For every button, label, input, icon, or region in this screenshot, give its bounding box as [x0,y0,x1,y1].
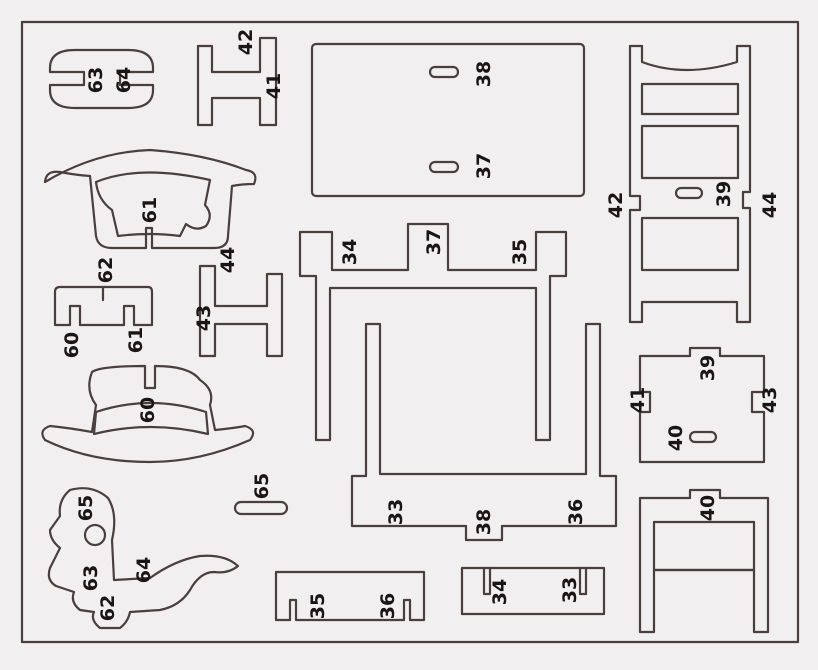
label-bracket-2: 60 [61,332,83,358]
piece-bracket: 62 60 61 [53,257,154,358]
label-hbar-top-2: 41 [263,73,285,99]
label-rocker-top-1: 61 [139,197,161,223]
label-ladder-3: 44 [759,192,781,218]
piece-strip-left: 35 36 [274,570,426,622]
label-hbar-mid-1: 44 [217,247,239,273]
label-table-1: 34 [339,239,361,265]
label-rocker-bottom-1: 60 [137,397,159,423]
piece-hbar-top: 42 41 [196,29,285,127]
label-ladder-2: 39 [713,181,735,207]
label-bead-2: 64 [113,67,135,93]
piece-table: 34 37 35 [298,222,568,442]
label-seat-top-1: 38 [473,61,495,87]
label-small-rect-1: 39 [697,355,719,381]
piece-hbar-mid: 44 43 [193,247,284,358]
label-table-3: 35 [509,239,531,265]
label-strip-right-1: 34 [489,579,511,605]
label-u-frame-2: 38 [473,509,495,535]
label-strip-right-2: 33 [559,577,581,603]
sheet-border [20,20,800,644]
piece-small-rect: 39 41 43 40 [627,346,781,464]
piece-strip-right: 34 33 [460,566,606,616]
label-horse-1: 65 [75,495,97,521]
piece-peg: 65 [233,473,289,516]
label-strip-left-2: 36 [377,593,399,619]
label-bead-1: 63 [85,67,107,93]
label-seat-top-2: 37 [473,153,495,179]
piece-stool: 40 [638,488,770,634]
piece-seat-top: 38 37 [310,42,586,198]
piece-horse: 65 63 64 62 [47,487,240,630]
label-small-rect-4: 40 [665,425,687,451]
label-horse-4: 62 [97,595,119,621]
label-u-frame-3: 36 [565,499,587,525]
label-bracket-1: 62 [95,257,117,283]
label-hbar-mid-2: 43 [193,305,215,331]
piece-rocker-top: 61 [43,148,257,250]
piece-ladder: 42 39 44 [605,44,781,324]
label-horse-2: 63 [80,565,102,591]
label-strip-left-1: 35 [307,593,329,619]
label-horse-3: 64 [133,557,155,583]
piece-bead: 63 64 [48,48,155,110]
label-bracket-3: 61 [125,327,147,353]
label-small-rect-2: 41 [627,387,649,413]
label-hbar-top-1: 42 [235,29,257,55]
label-ladder-1: 42 [605,192,627,218]
piece-rocker-bottom: 60 [41,364,255,464]
label-u-frame-1: 33 [385,499,407,525]
label-stool-1: 40 [697,495,719,521]
label-small-rect-3: 43 [759,387,781,413]
piece-u-frame: 33 38 36 [350,322,618,542]
label-peg-1: 65 [251,473,273,499]
label-table-2: 37 [423,229,445,255]
